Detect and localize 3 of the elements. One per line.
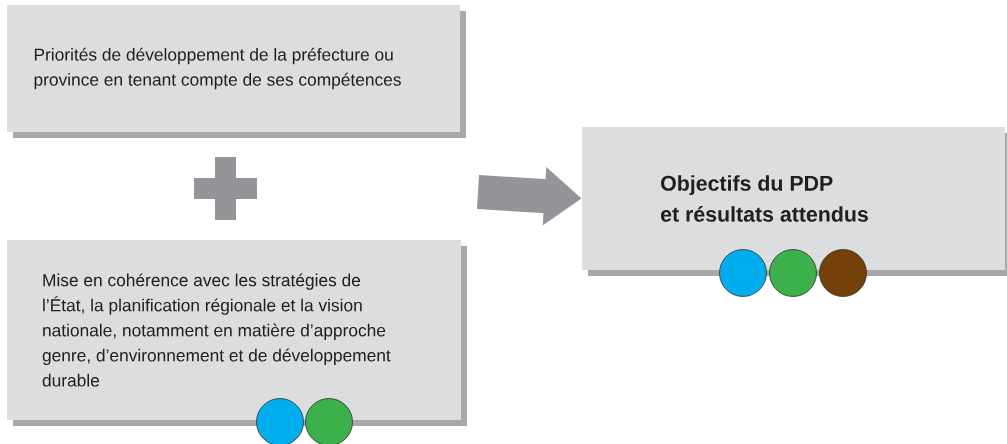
text-box: Objectifs du PDP et résultats attendus — [582, 127, 1007, 276]
text-box: Priorités de développement de la préfecture ou province en tenant compte de ses compétences — [7, 5, 466, 138]
text-box: Mise en cohérence avec les stratégies de l’État, la planification régionale et la vision nationale, notamment en matière d’approche genre, d’environnement et de développement durable — [7, 240, 467, 426]
